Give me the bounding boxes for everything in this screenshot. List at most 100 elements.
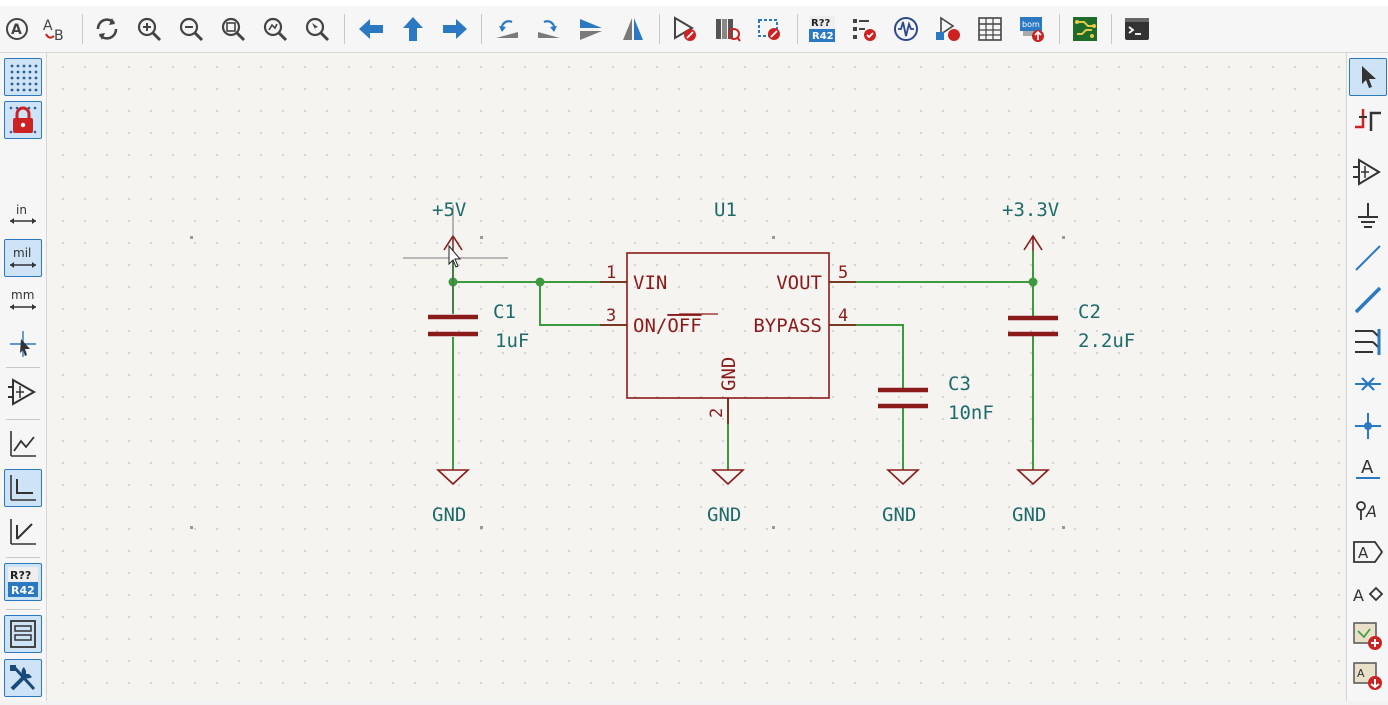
- svg-text:A: A: [1353, 586, 1364, 605]
- junction-vout-c2: [1028, 277, 1038, 287]
- units-inch-icon[interactable]: in: [4, 195, 42, 233]
- c2-refdes: C2: [1078, 301, 1101, 323]
- units-mm-icon[interactable]: mm: [4, 281, 42, 319]
- bom-icon[interactable]: bom: [1015, 12, 1049, 46]
- zoom-objects-icon[interactable]: [258, 12, 292, 46]
- hierarchical-pin-icon[interactable]: A: [1349, 575, 1387, 613]
- junction-icon[interactable]: [1349, 407, 1387, 445]
- no-connect-icon[interactable]: [1349, 365, 1387, 403]
- scripting-console-icon[interactable]: [1120, 12, 1154, 46]
- svg-text:mil: mil: [13, 246, 31, 260]
- highlight-net-icon[interactable]: [1349, 101, 1387, 139]
- pin-name-bypass: BYPASS: [753, 315, 822, 337]
- svg-text:A: A: [1361, 457, 1374, 478]
- c3-refdes: C3: [948, 373, 971, 395]
- c1-refdes: C1: [493, 301, 516, 323]
- schematic-drawing: +5V +3.3V U1 C1 1uF C2 2.2uF C3 10nF GND…: [190, 199, 1135, 529]
- u1-refdes: U1: [714, 199, 737, 221]
- mirror-vertical-icon[interactable]: [616, 12, 650, 46]
- gnd-label-c1: GND: [432, 504, 466, 526]
- crosshair-cursor: [403, 205, 508, 312]
- c2-value: 2.2uF: [1078, 330, 1135, 352]
- symbol-library-icon[interactable]: [710, 12, 744, 46]
- pcb-editor-icon[interactable]: [1068, 12, 1102, 46]
- power-symbols: [443, 234, 1043, 251]
- wire-bypass-c3[interactable]: [829, 324, 904, 388]
- gnd-label-c2: GND: [1012, 504, 1046, 526]
- zoom-out-icon[interactable]: [174, 12, 208, 46]
- line-any-angle-icon[interactable]: [4, 425, 42, 463]
- symbol-fields-table-icon[interactable]: [973, 12, 1007, 46]
- annotate-icon[interactable]: A: [0, 12, 34, 46]
- pin-number-1: 1: [606, 263, 616, 283]
- add-sheet-icon[interactable]: [1349, 617, 1387, 655]
- select-tool-icon[interactable]: [1349, 58, 1387, 96]
- footprint-assign-icon[interactable]: [752, 12, 786, 46]
- netlist-export-icon[interactable]: [931, 12, 965, 46]
- pin-number-4: 4: [838, 306, 848, 326]
- vout-power-symbol[interactable]: [1023, 234, 1043, 251]
- bus-entry-icon[interactable]: [1349, 323, 1387, 361]
- svg-text:A: A: [43, 18, 53, 34]
- junction-vin-onoff: [535, 277, 545, 287]
- add-symbol-icon[interactable]: [1349, 153, 1387, 191]
- arrow-left-icon[interactable]: [354, 12, 388, 46]
- add-wire-icon[interactable]: [1349, 239, 1387, 277]
- schematic-canvas[interactable]: +5V +3.3V U1 C1 1uF C2 2.2uF C3 10nF GND…: [47, 53, 1345, 701]
- c3-value: 10nF: [948, 402, 994, 424]
- pin-name-off-overbar: OFF: [667, 315, 701, 337]
- hidden-pins-icon[interactable]: [4, 373, 42, 411]
- add-power-icon[interactable]: [1349, 197, 1387, 235]
- import-sheet-pin-icon[interactable]: A: [1349, 657, 1387, 695]
- vin-net-label: +5V: [432, 199, 466, 221]
- gnd-symbol-c1[interactable]: [435, 469, 471, 486]
- symbol-editor-icon[interactable]: [668, 12, 702, 46]
- rotate-cw-icon[interactable]: [532, 12, 566, 46]
- hierarchy-navigator-icon[interactable]: [4, 615, 42, 653]
- grid-markers: [190, 236, 1065, 529]
- net-label-icon[interactable]: A: [1349, 449, 1387, 487]
- annotate-r42-icon[interactable]: R?? R42: [805, 12, 839, 46]
- pin-number-2: 2: [707, 408, 727, 418]
- refresh-icon[interactable]: [90, 12, 124, 46]
- right-toolbar: A A A A A: [1346, 53, 1388, 701]
- gnd-symbol-u1[interactable]: [710, 469, 746, 486]
- properties-tools-icon[interactable]: [4, 659, 42, 697]
- zoom-selection-icon[interactable]: [300, 12, 334, 46]
- line-45-degree-icon[interactable]: [4, 513, 42, 551]
- u1-pins: [600, 281, 856, 424]
- pin-name-gnd: GND: [718, 357, 740, 391]
- svg-text:B: B: [54, 28, 64, 44]
- mirror-horizontal-icon[interactable]: [574, 12, 608, 46]
- mouse-pointer-icon: [448, 244, 462, 268]
- line-90-degree-icon[interactable]: [4, 469, 42, 507]
- units-mil-icon[interactable]: mil: [4, 239, 42, 277]
- simulator-icon[interactable]: [889, 12, 923, 46]
- hierarchical-label-icon[interactable]: A: [1349, 533, 1387, 571]
- zoom-fit-icon[interactable]: [216, 12, 250, 46]
- gnd-label-u1: GND: [707, 504, 741, 526]
- add-bus-icon[interactable]: [1349, 281, 1387, 319]
- global-label-icon[interactable]: A: [1349, 491, 1387, 529]
- rotate-ccw-icon[interactable]: [490, 12, 524, 46]
- gnd-symbol-c3[interactable]: [885, 469, 921, 486]
- annotation-r42-icon[interactable]: R??R42: [4, 563, 42, 601]
- wire-on-off-pin3[interactable]: [539, 282, 627, 326]
- svg-text:R??: R??: [811, 18, 831, 29]
- gnd-label-c3: GND: [882, 504, 916, 526]
- gnd-symbol-c2[interactable]: [1015, 469, 1051, 486]
- svg-text:A: A: [11, 22, 22, 38]
- zoom-in-icon[interactable]: [132, 12, 166, 46]
- grid-toggle-icon[interactable]: [4, 58, 42, 96]
- cursor-crosshair-icon[interactable]: [4, 325, 42, 363]
- grid-lock-icon[interactable]: [4, 101, 42, 139]
- svg-text:R42: R42: [11, 584, 35, 597]
- svg-text:R42: R42: [812, 31, 834, 42]
- labels: +5V +3.3V U1 C1 1uF C2 2.2uF C3 10nF GND…: [432, 199, 1135, 526]
- svg-text:bom: bom: [1022, 20, 1040, 29]
- erc-check-icon[interactable]: [847, 12, 881, 46]
- arrow-right-icon[interactable]: [438, 12, 472, 46]
- arrow-up-icon[interactable]: [396, 12, 430, 46]
- pin-texts: VIN 1 ON/OFF 3 VOUT 5 BYPASS 4 GND 2: [606, 263, 848, 418]
